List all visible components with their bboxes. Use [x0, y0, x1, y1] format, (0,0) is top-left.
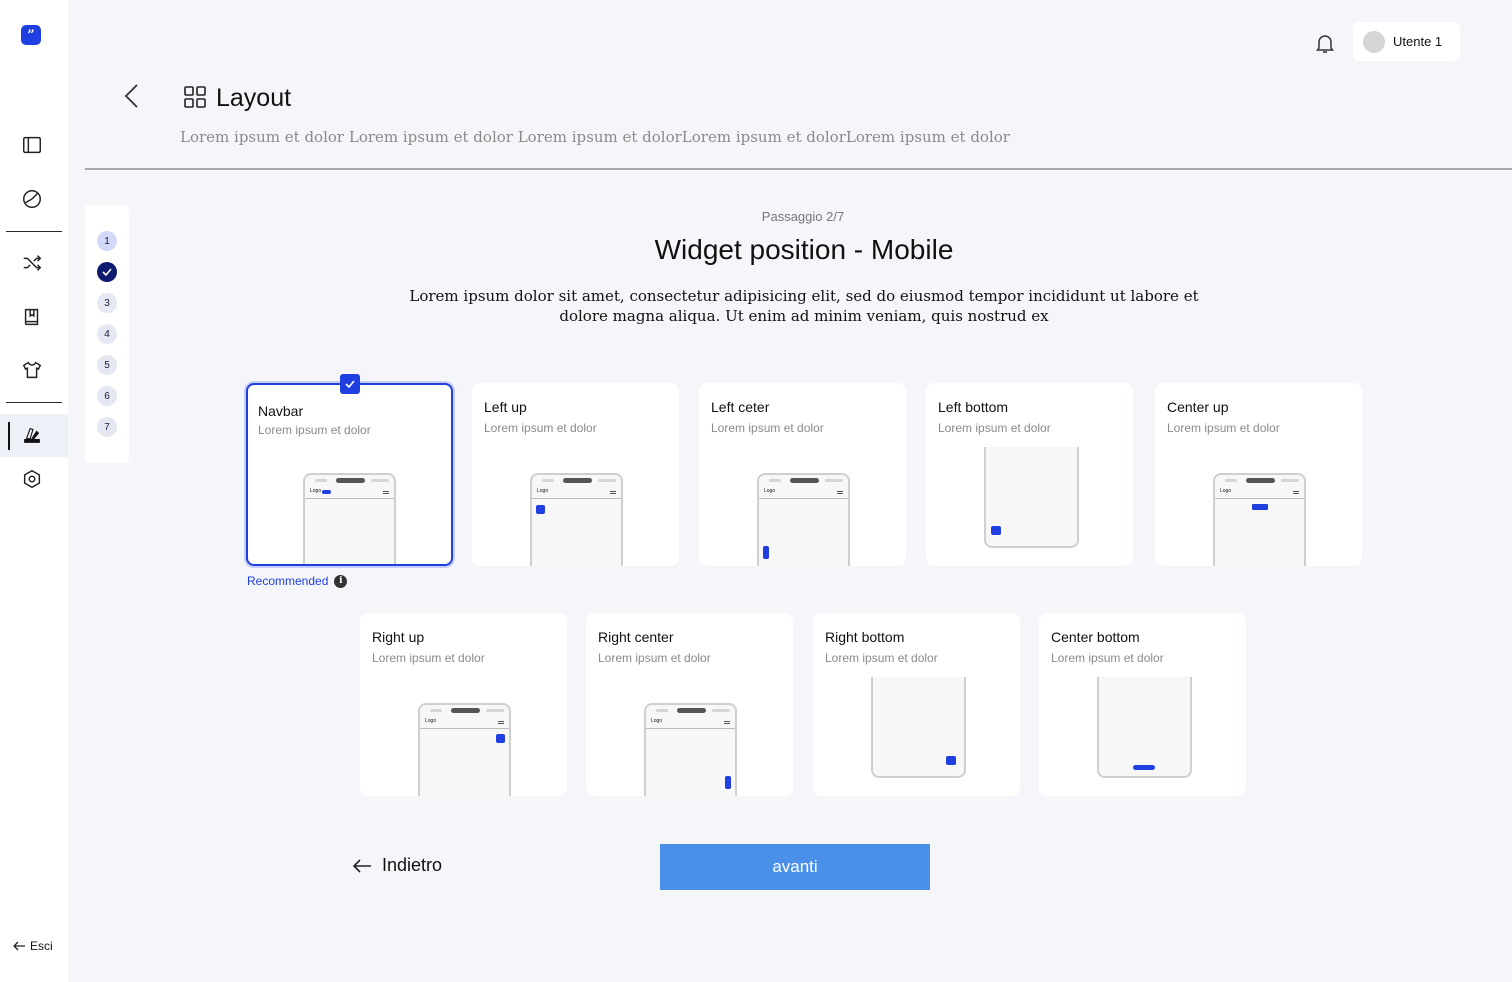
- option-description: Lorem ipsum et dolor: [484, 421, 597, 435]
- option-title: Left up: [484, 399, 527, 415]
- phone-preview: [1097, 677, 1192, 778]
- back-label: Indietro: [382, 855, 443, 875]
- widget-marker: [725, 776, 731, 789]
- sidebar-active-indicator: [8, 422, 10, 450]
- option-description: Lorem ipsum et dolor: [938, 421, 1051, 435]
- widget-marker: [496, 734, 505, 743]
- avatar: [1363, 30, 1385, 53]
- phone-preview: Logo: [418, 703, 511, 796]
- option-title: Navbar: [258, 403, 304, 419]
- recommended-note: Recommended i: [247, 574, 348, 588]
- phone-preview: Logo: [644, 703, 737, 796]
- step-label: Passaggio 2/7: [761, 209, 845, 224]
- option-card-left-center[interactable]: Left ceter Lorem ipsum et dolor Logo: [699, 383, 906, 566]
- book-icon[interactable]: [20, 305, 44, 329]
- option-card-center-bottom[interactable]: Center bottom Lorem ipsum et dolor: [1039, 613, 1246, 796]
- settings-hexagon-icon[interactable]: [20, 467, 44, 491]
- next-button[interactable]: avanti: [660, 844, 930, 890]
- exit-label: Esci: [30, 939, 53, 953]
- arrow-left-icon: [352, 858, 371, 873]
- option-description: Lorem ipsum et dolor: [1167, 421, 1280, 435]
- phone-preview: [984, 447, 1079, 548]
- sidebar-panel-icon[interactable]: [20, 133, 44, 157]
- option-description: Lorem ipsum et dolor: [825, 651, 938, 665]
- option-title: Right bottom: [825, 629, 905, 645]
- user-menu[interactable]: Utente 1: [1353, 22, 1460, 61]
- step-7[interactable]: 7: [97, 417, 117, 437]
- phone-logo-text: Logo: [537, 488, 549, 494]
- widget-marker: [991, 526, 1001, 535]
- step-4[interactable]: 4: [97, 324, 117, 344]
- recommended-label: Recommended: [247, 574, 329, 588]
- option-description: Lorem ipsum et dolor: [1051, 651, 1164, 665]
- sidebar-divider: [6, 402, 62, 403]
- phone-preview: Logo: [1213, 473, 1306, 566]
- step-1[interactable]: 1: [97, 231, 117, 251]
- widget-marker: [322, 490, 331, 494]
- step-3[interactable]: 3: [97, 293, 117, 313]
- option-title: Right up: [372, 629, 425, 645]
- phone-logo-text: Logo: [425, 718, 437, 724]
- option-description: Lorem ipsum et dolor: [711, 421, 824, 435]
- phone-preview: Logo: [757, 473, 850, 566]
- option-card-navbar[interactable]: Navbar Lorem ipsum et dolor Logo: [246, 374, 453, 566]
- progress-stepper: 1 3 4 5 6 7: [85, 205, 129, 463]
- grid-layout-icon: [184, 86, 207, 109]
- section-title: Widget position - Mobile: [654, 234, 954, 265]
- phone-preview: Logo: [530, 473, 623, 566]
- sidebar: ” Esci: [0, 0, 68, 982]
- header-divider: [85, 168, 1512, 170]
- sidebar-divider: [6, 231, 62, 232]
- section-description: Lorem ipsum dolor sit amet, consectetur …: [409, 287, 1199, 325]
- option-card-right-bottom[interactable]: Right bottom Lorem ipsum et dolor: [813, 613, 1020, 796]
- option-description: Lorem ipsum et dolor: [598, 651, 711, 665]
- option-card-left-up[interactable]: Left up Lorem ipsum et dolor Logo: [472, 383, 679, 566]
- page-title: Layout: [216, 84, 292, 112]
- shuffle-icon[interactable]: [20, 251, 44, 275]
- app-logo[interactable]: ”: [21, 25, 41, 45]
- phone-logo-text: Logo: [310, 488, 322, 494]
- option-description: Lorem ipsum et dolor: [372, 651, 485, 665]
- option-card-center-up[interactable]: Center up Lorem ipsum et dolor Logo: [1155, 383, 1362, 566]
- step-2-complete[interactable]: [97, 262, 117, 282]
- phone-preview: Logo: [303, 473, 396, 564]
- bell-icon[interactable]: [1313, 31, 1337, 55]
- widget-marker: [1133, 765, 1155, 770]
- step-6[interactable]: 6: [97, 386, 117, 406]
- exit-link[interactable]: Esci: [12, 939, 53, 953]
- check-icon: [102, 268, 112, 277]
- widget-marker: [536, 505, 545, 514]
- option-title: Center up: [1167, 399, 1229, 415]
- selected-check-icon: [340, 374, 360, 394]
- back-button[interactable]: Indietro: [352, 855, 442, 876]
- widget-marker: [1252, 504, 1268, 510]
- info-icon[interactable]: i: [334, 574, 348, 588]
- theme-brush-icon[interactable]: [20, 423, 44, 447]
- widget-marker: [946, 756, 956, 765]
- option-title: Left ceter: [711, 399, 770, 415]
- shirt-icon[interactable]: [20, 358, 44, 382]
- widget-marker: [763, 546, 769, 559]
- phone-logo-text: Logo: [651, 718, 663, 724]
- phone-preview: [871, 677, 966, 778]
- option-title: Left bottom: [938, 399, 1009, 415]
- option-title: Center bottom: [1051, 629, 1140, 645]
- option-card-right-up[interactable]: Right up Lorem ipsum et dolor Logo: [360, 613, 567, 796]
- step-5[interactable]: 5: [97, 355, 117, 375]
- phone-logo-text: Logo: [1220, 488, 1232, 494]
- user-name: Utente 1: [1393, 34, 1443, 49]
- page-subtitle: Lorem ipsum et dolor Lorem ipsum et dolo…: [180, 128, 1010, 146]
- phone-logo-text: Logo: [764, 488, 776, 494]
- option-title: Right center: [598, 629, 674, 645]
- option-card-left-bottom[interactable]: Left bottom Lorem ipsum et dolor: [926, 383, 1133, 566]
- option-description: Lorem ipsum et dolor: [258, 423, 371, 437]
- arrow-left-icon: [13, 941, 25, 951]
- back-chevron-icon[interactable]: [120, 82, 144, 110]
- option-card-right-center[interactable]: Right center Lorem ipsum et dolor Logo: [586, 613, 793, 796]
- chart-pie-icon[interactable]: [20, 187, 44, 211]
